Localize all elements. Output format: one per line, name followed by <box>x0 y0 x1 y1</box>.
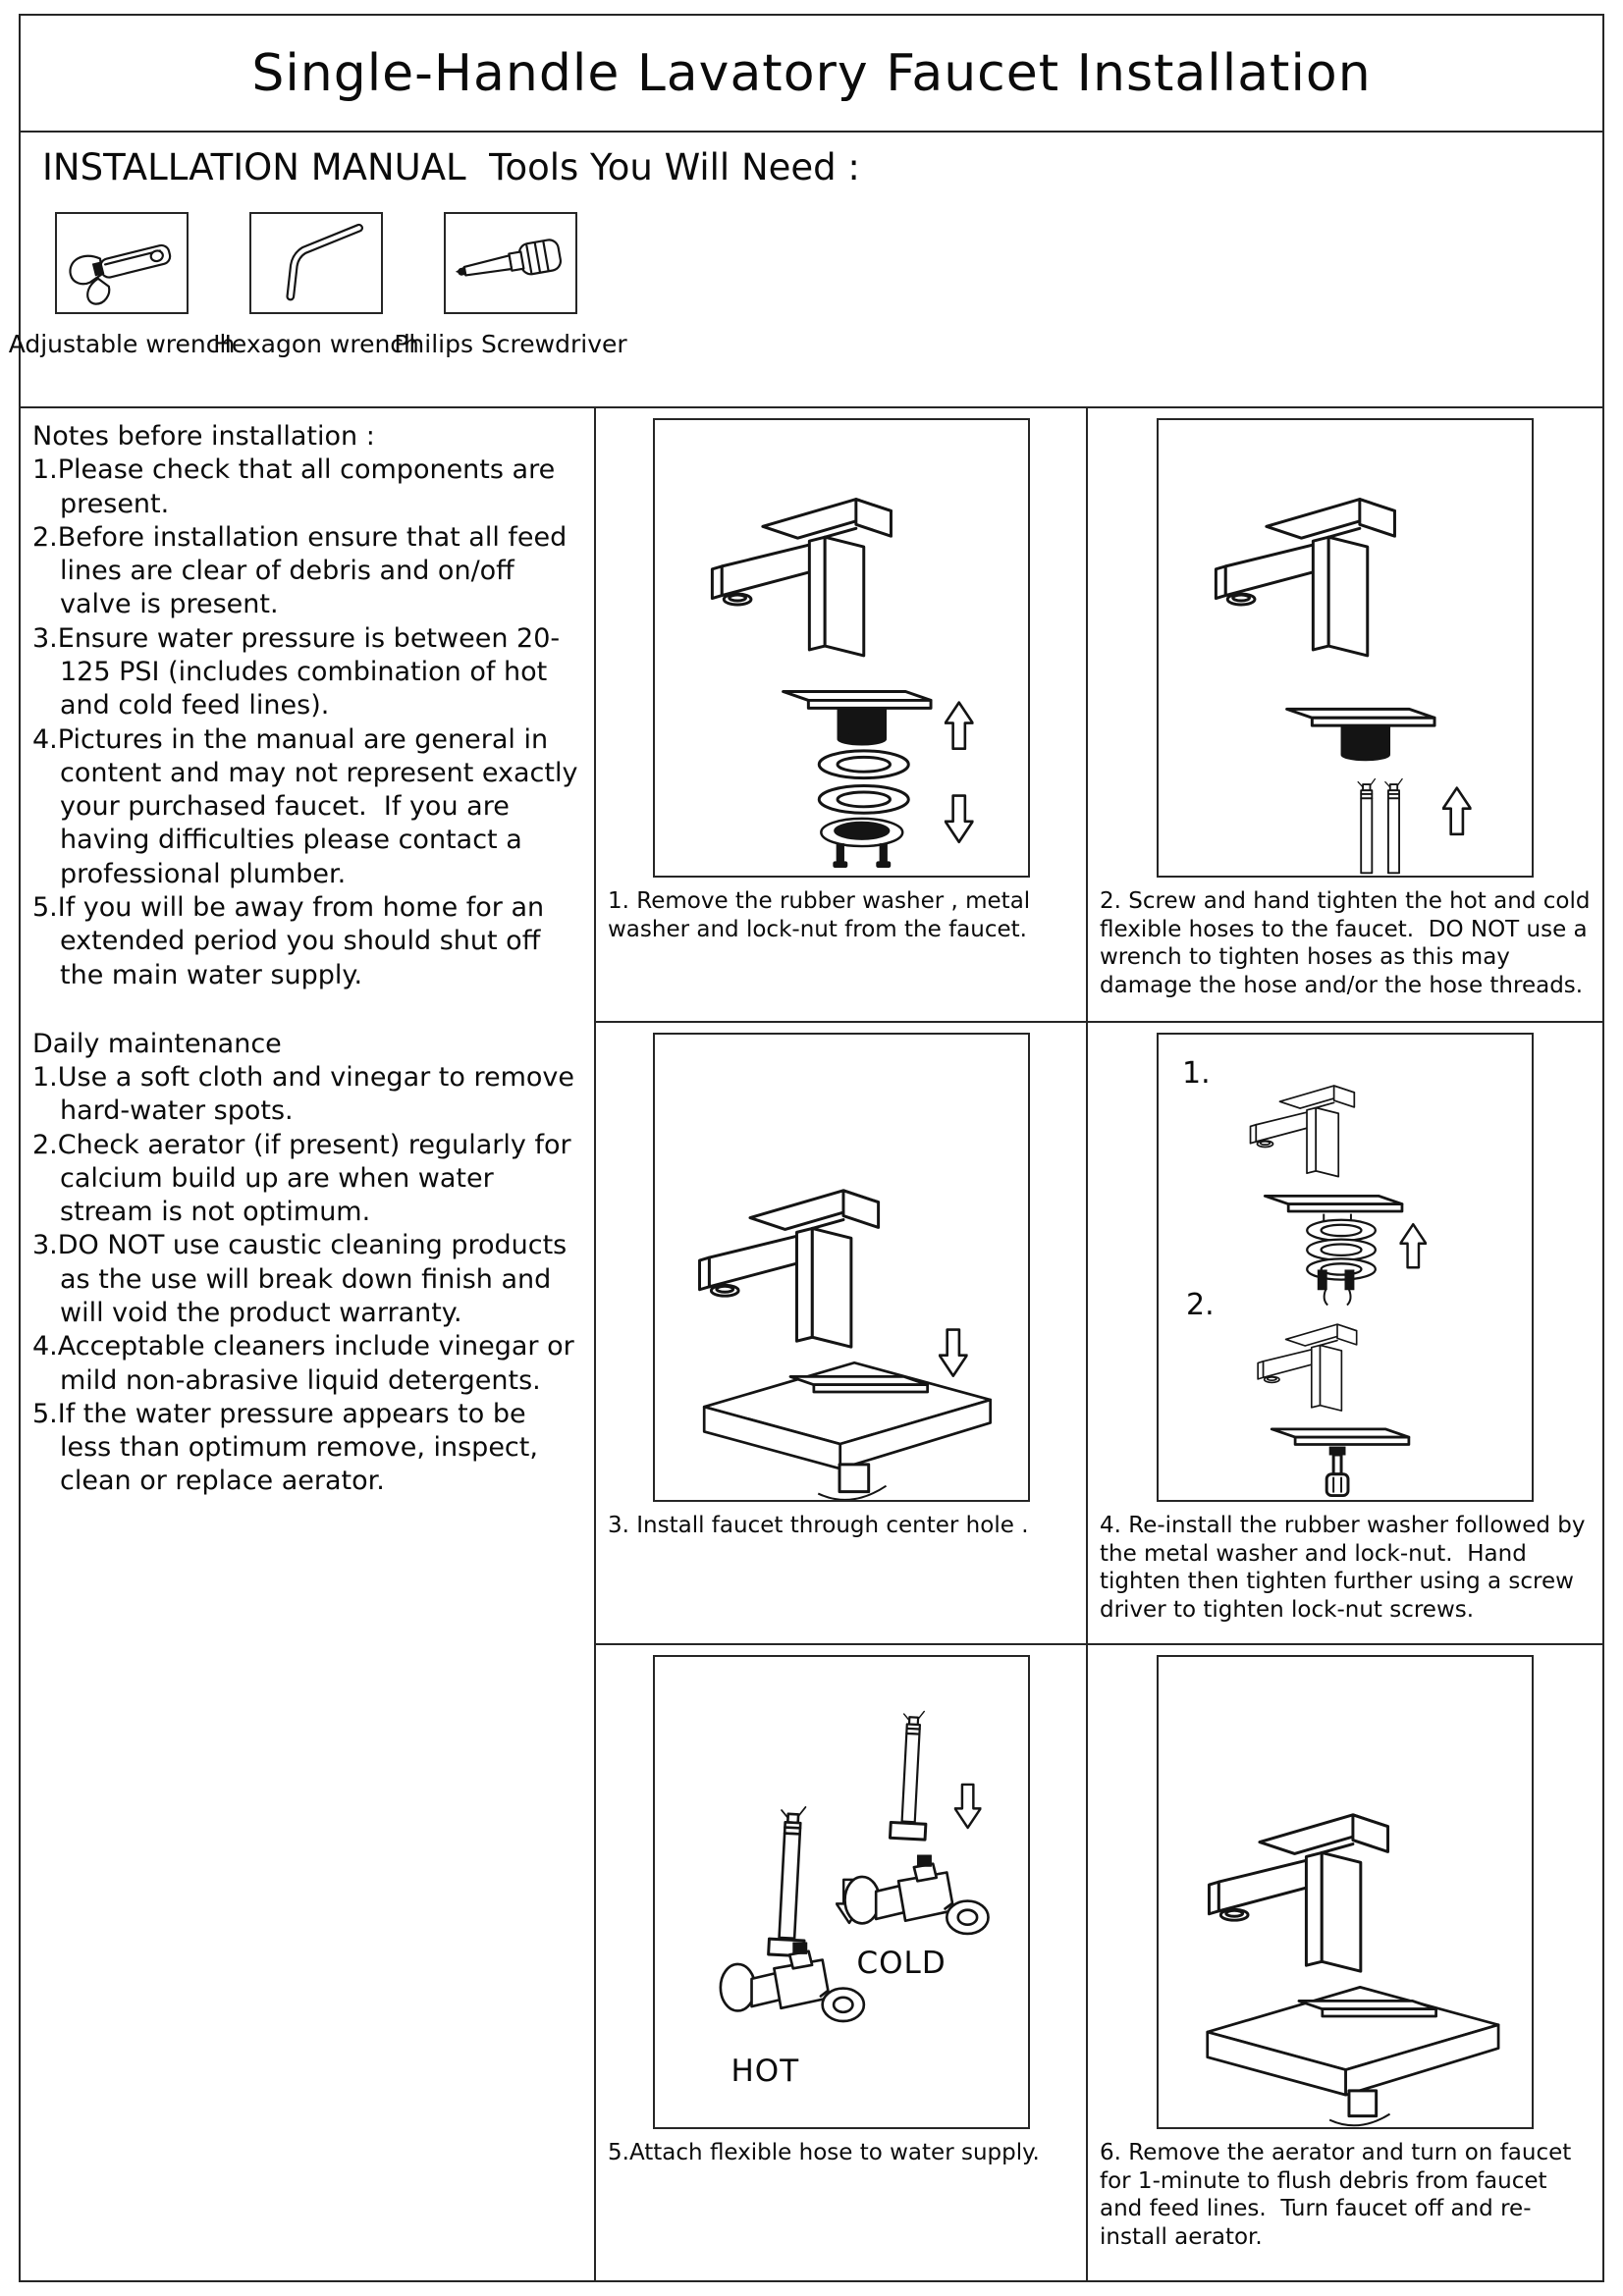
tool-label: Philips Screwdriver <box>394 330 627 358</box>
step6-cell: 6. Remove the aerator and turn on faucet… <box>1088 1645 1602 2280</box>
cold-label: COLD <box>856 1946 947 1981</box>
installed-faucet-diagram <box>1206 1813 1500 2127</box>
rubber-washer <box>1305 1218 1378 1243</box>
lock-nut-screw <box>1344 1269 1355 1291</box>
note-item: 4.Pictures in the manual are general in … <box>32 723 587 889</box>
lock-nut <box>819 817 904 870</box>
hot-supply-valve <box>719 1941 865 2023</box>
step2-caption: 2. Screw and hand tighten the hot and co… <box>1100 888 1597 998</box>
tools-list: Adjustable wrench Hexagon wrench <box>9 212 1583 358</box>
step3-caption: 3. Install faucet through center hole . <box>608 1513 1029 1538</box>
page-frame: Single-Handle Lavatory Faucet Installati… <box>9 14 1604 2282</box>
metal-washer <box>1305 1238 1378 1262</box>
shank-below-deck <box>1347 2089 1379 2118</box>
maintenance-title: Daily maintenance <box>32 1028 282 1059</box>
tool-adjustable-wrench: Adjustable wrench <box>9 212 235 358</box>
down-arrow-icon <box>938 1328 968 1378</box>
step4-sub1-label: 1. <box>1182 1056 1211 1091</box>
tool-hexagon-wrench: Hexagon wrench <box>213 212 419 358</box>
lock-nut-washer <box>1305 1257 1378 1281</box>
cold-hose <box>888 1709 927 1842</box>
tool-box <box>55 212 189 314</box>
step1-figure <box>652 418 1030 878</box>
tools-heading: INSTALLATION MANUAL Tools You Will Need … <box>42 146 860 188</box>
step4-caption: 4. Re-install the rubber washer followed… <box>1100 1513 1593 1623</box>
hexagon-wrench-icon <box>286 223 363 301</box>
flexible-hose <box>1383 777 1404 875</box>
philips-screwdriver-icon <box>455 239 562 277</box>
hot-hose <box>766 1804 807 1958</box>
tool-philips-screwdriver: Philips Screwdriver <box>394 212 627 358</box>
deck-plate <box>1263 1194 1404 1213</box>
note-item: 1.Please check that all components are p… <box>32 454 564 519</box>
faucet-illustration <box>1249 1085 1356 1178</box>
down-arrow-icon <box>953 1783 981 1830</box>
step4-cell: 1. 2. <box>1088 1023 1602 1645</box>
tool-box <box>444 212 577 314</box>
faucet-illustration <box>710 498 893 658</box>
screwdriver-handle <box>1325 1472 1350 1498</box>
step1-caption: 1. Remove the rubber washer , metal wash… <box>608 888 1038 942</box>
faucet-hoses-diagram <box>1214 498 1472 875</box>
title-bar: Single-Handle Lavatory Faucet Installati… <box>21 16 1602 133</box>
lock-nut-screw <box>1317 1269 1327 1291</box>
note-item: 2.Before installation ensure that all fe… <box>32 521 575 620</box>
step5-cell: HOT COLD <box>596 1645 1088 2280</box>
up-arrow-icon <box>1441 786 1472 836</box>
shank-below-deck <box>838 1463 870 1494</box>
faucet-base-plate <box>1285 707 1436 727</box>
tools-section: INSTALLATION MANUAL Tools You Will Need … <box>9 133 1602 408</box>
tool-label: Adjustable wrench <box>8 330 236 358</box>
tool-box <box>249 212 383 314</box>
maintenance-item: 2.Check aerator (if present) regularly f… <box>32 1129 580 1228</box>
up-arrow-icon <box>1399 1222 1428 1269</box>
step4-figure: 1. 2. <box>1157 1033 1534 1502</box>
screwdriver-shaft <box>1331 1453 1343 1476</box>
faucet-base-plate <box>781 690 933 710</box>
maintenance-item: 5.If the water pressure appears to be le… <box>32 1398 547 1497</box>
step6-figure <box>1157 1655 1534 2129</box>
step2-cell: 2. Screw and hand tighten the hot and co… <box>1088 408 1602 1023</box>
rubber-washer <box>817 749 910 780</box>
step4-sub2-label: 2. <box>1186 1288 1215 1322</box>
step2-figure <box>1157 418 1534 878</box>
faucet-illustration <box>1214 498 1396 658</box>
up-arrow-icon <box>944 701 974 751</box>
step3-cell: 3. Install faucet through center hole . <box>596 1023 1088 1645</box>
faucet-illustration <box>1207 1813 1390 1973</box>
faucet-exploded-washers-diagram <box>710 498 974 870</box>
page-title: Single-Handle Lavatory Faucet Installati… <box>251 43 1372 103</box>
reinstall-washers-diagram <box>1249 1085 1428 1498</box>
maintenance-item: 4.Acceptable cleaners include vinegar or… <box>32 1331 583 1396</box>
step5-figure: HOT COLD <box>652 1655 1030 2129</box>
faucet-illustration <box>1257 1323 1358 1412</box>
note-item: 3.Ensure water pressure is between 20-12… <box>32 622 561 721</box>
notes-column: Notes before installation : 1.Please che… <box>21 408 596 2280</box>
maintenance-item: 1.Use a soft cloth and vinegar to remove… <box>32 1062 583 1127</box>
adjustable-wrench-icon <box>69 243 172 305</box>
deck-plate <box>1270 1427 1411 1446</box>
flexible-hose <box>1357 777 1377 875</box>
step6-caption: 6. Remove the aerator and turn on faucet… <box>1100 2140 1579 2250</box>
hot-label: HOT <box>730 2054 800 2089</box>
steps-grid: 1. Remove the rubber washer , metal wash… <box>596 408 1602 2280</box>
step1-cell: 1. Remove the rubber washer , metal wash… <box>596 408 1088 1023</box>
note-item: 5.If you will be away from home for an e… <box>32 891 553 990</box>
faucet-illustration <box>697 1189 880 1349</box>
cold-supply-valve <box>842 1853 990 1936</box>
step3-figure <box>652 1033 1030 1502</box>
faucet-into-countertop-diagram <box>697 1189 992 1500</box>
hose-nut <box>888 1820 927 1842</box>
notes-title: Notes before installation : <box>32 421 375 452</box>
step5-caption: 5.Attach flexible hose to water supply. <box>608 2140 1040 2165</box>
down-arrow-icon <box>944 794 974 844</box>
metal-washer <box>817 784 910 815</box>
maintenance-item: 3.DO NOT use caustic cleaning products a… <box>32 1230 575 1329</box>
supply-valves-diagram <box>719 1709 990 2023</box>
tool-label: Hexagon wrench <box>213 330 419 358</box>
main-area: Notes before installation : 1.Please che… <box>21 408 1602 2280</box>
